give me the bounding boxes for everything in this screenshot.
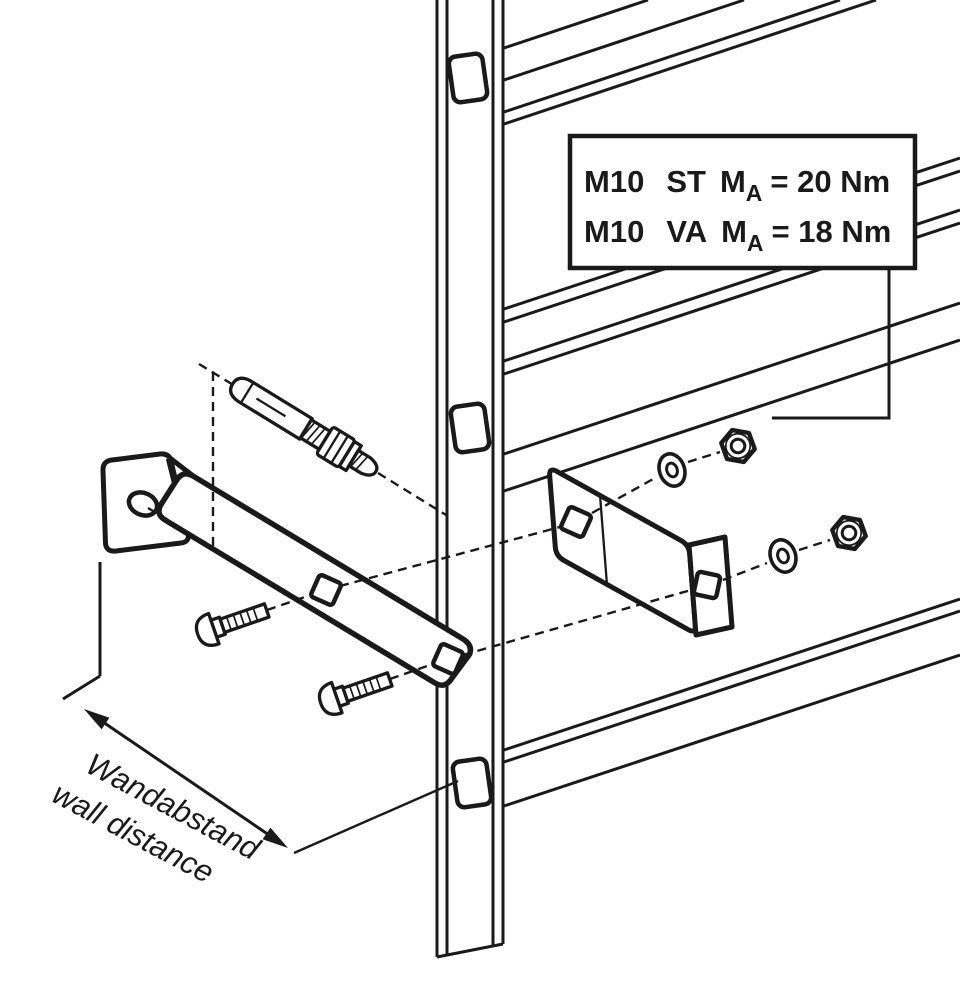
mounting-plate xyxy=(156,471,474,688)
dimension-arrow-line xyxy=(102,720,270,837)
thread-line xyxy=(301,422,315,438)
assembly-axis-dashed-line xyxy=(591,476,656,515)
assembly-axis-lines xyxy=(147,362,831,681)
thread-line xyxy=(348,685,355,700)
rail-square-hole xyxy=(446,51,490,105)
assembly-axis-dashed-line xyxy=(722,561,768,582)
thread-line xyxy=(252,607,259,622)
assembly-axis-dashed-line xyxy=(389,662,434,681)
spec-leader-line xyxy=(772,270,891,420)
rail-bottom-edge xyxy=(436,942,504,959)
assembly-axis-dashed-line xyxy=(339,525,561,588)
thread-line xyxy=(225,616,232,631)
rail-square-hole xyxy=(448,401,492,455)
nut-facet-line xyxy=(330,435,349,464)
rail-bracket-square-hole xyxy=(559,505,593,539)
washer-hole xyxy=(665,461,679,479)
carriage-bolt-1 xyxy=(194,602,271,647)
plate-square-hole xyxy=(309,573,343,607)
thread-line xyxy=(245,609,252,624)
thread-line xyxy=(311,428,325,444)
frame-line xyxy=(503,0,649,50)
frame-line xyxy=(503,0,877,126)
nut-chamfer-circle xyxy=(724,432,752,460)
nut-1 xyxy=(719,427,757,465)
thread-line xyxy=(362,681,369,695)
thread-line xyxy=(355,456,368,470)
frame-line xyxy=(503,0,745,82)
assembly-axis-dashed-line xyxy=(798,538,831,552)
thread-line xyxy=(355,683,362,698)
dimension-arrowhead xyxy=(262,827,288,848)
thread-line xyxy=(306,425,320,441)
frame-line xyxy=(503,609,960,764)
thread-line xyxy=(239,612,246,626)
nut-facet-line xyxy=(322,430,342,460)
rail-bracket-square-hole xyxy=(691,569,723,601)
rail-bracket xyxy=(547,467,735,638)
rail-square-hole xyxy=(450,756,494,810)
spec-box-border xyxy=(567,133,918,271)
anchor-sleeve-joint xyxy=(239,381,255,404)
vertical-rail xyxy=(435,0,505,959)
nut-thread-hole xyxy=(840,524,858,542)
thread-line xyxy=(232,614,239,629)
assembly-axis-dashed-line xyxy=(377,471,447,517)
assembly-axis-dashed-line xyxy=(266,593,312,612)
washer-1 xyxy=(657,452,687,488)
mounting-plate-body xyxy=(156,471,474,688)
frame-line xyxy=(503,653,960,808)
assembly-axis-dashed-line xyxy=(687,450,721,464)
frame-lines xyxy=(503,0,960,808)
thread-line xyxy=(375,676,382,691)
nut-thread-hole xyxy=(729,437,747,455)
washer-2 xyxy=(768,538,798,574)
assembly-axis-dashed-line xyxy=(462,588,692,657)
anchor-bolt xyxy=(229,376,379,477)
bolt-dome-head xyxy=(317,680,344,716)
nut-2 xyxy=(830,514,868,552)
anchor-expansion-slit xyxy=(255,397,287,418)
wall-edge-line xyxy=(62,674,101,701)
washer-hole xyxy=(776,547,790,565)
rail-bracket-fold-line xyxy=(598,494,609,586)
nut-chamfer-circle xyxy=(835,519,863,547)
rail-bracket-body xyxy=(547,467,698,634)
frame-line xyxy=(503,0,841,114)
dimension-extension-line xyxy=(293,779,459,855)
plate-square-hole xyxy=(431,642,465,676)
assembly-axis-dashed-line xyxy=(147,506,212,548)
thread-line xyxy=(350,453,363,467)
thread-line xyxy=(368,678,375,693)
carriage-bolt-2 xyxy=(317,671,394,716)
frame-line xyxy=(503,301,960,456)
frame-line xyxy=(503,597,960,752)
bolt-dome-head xyxy=(194,611,221,647)
assembly-axis-dashed-line xyxy=(198,362,236,388)
frame-line xyxy=(503,338,960,493)
dimension-arrowhead xyxy=(84,709,110,730)
